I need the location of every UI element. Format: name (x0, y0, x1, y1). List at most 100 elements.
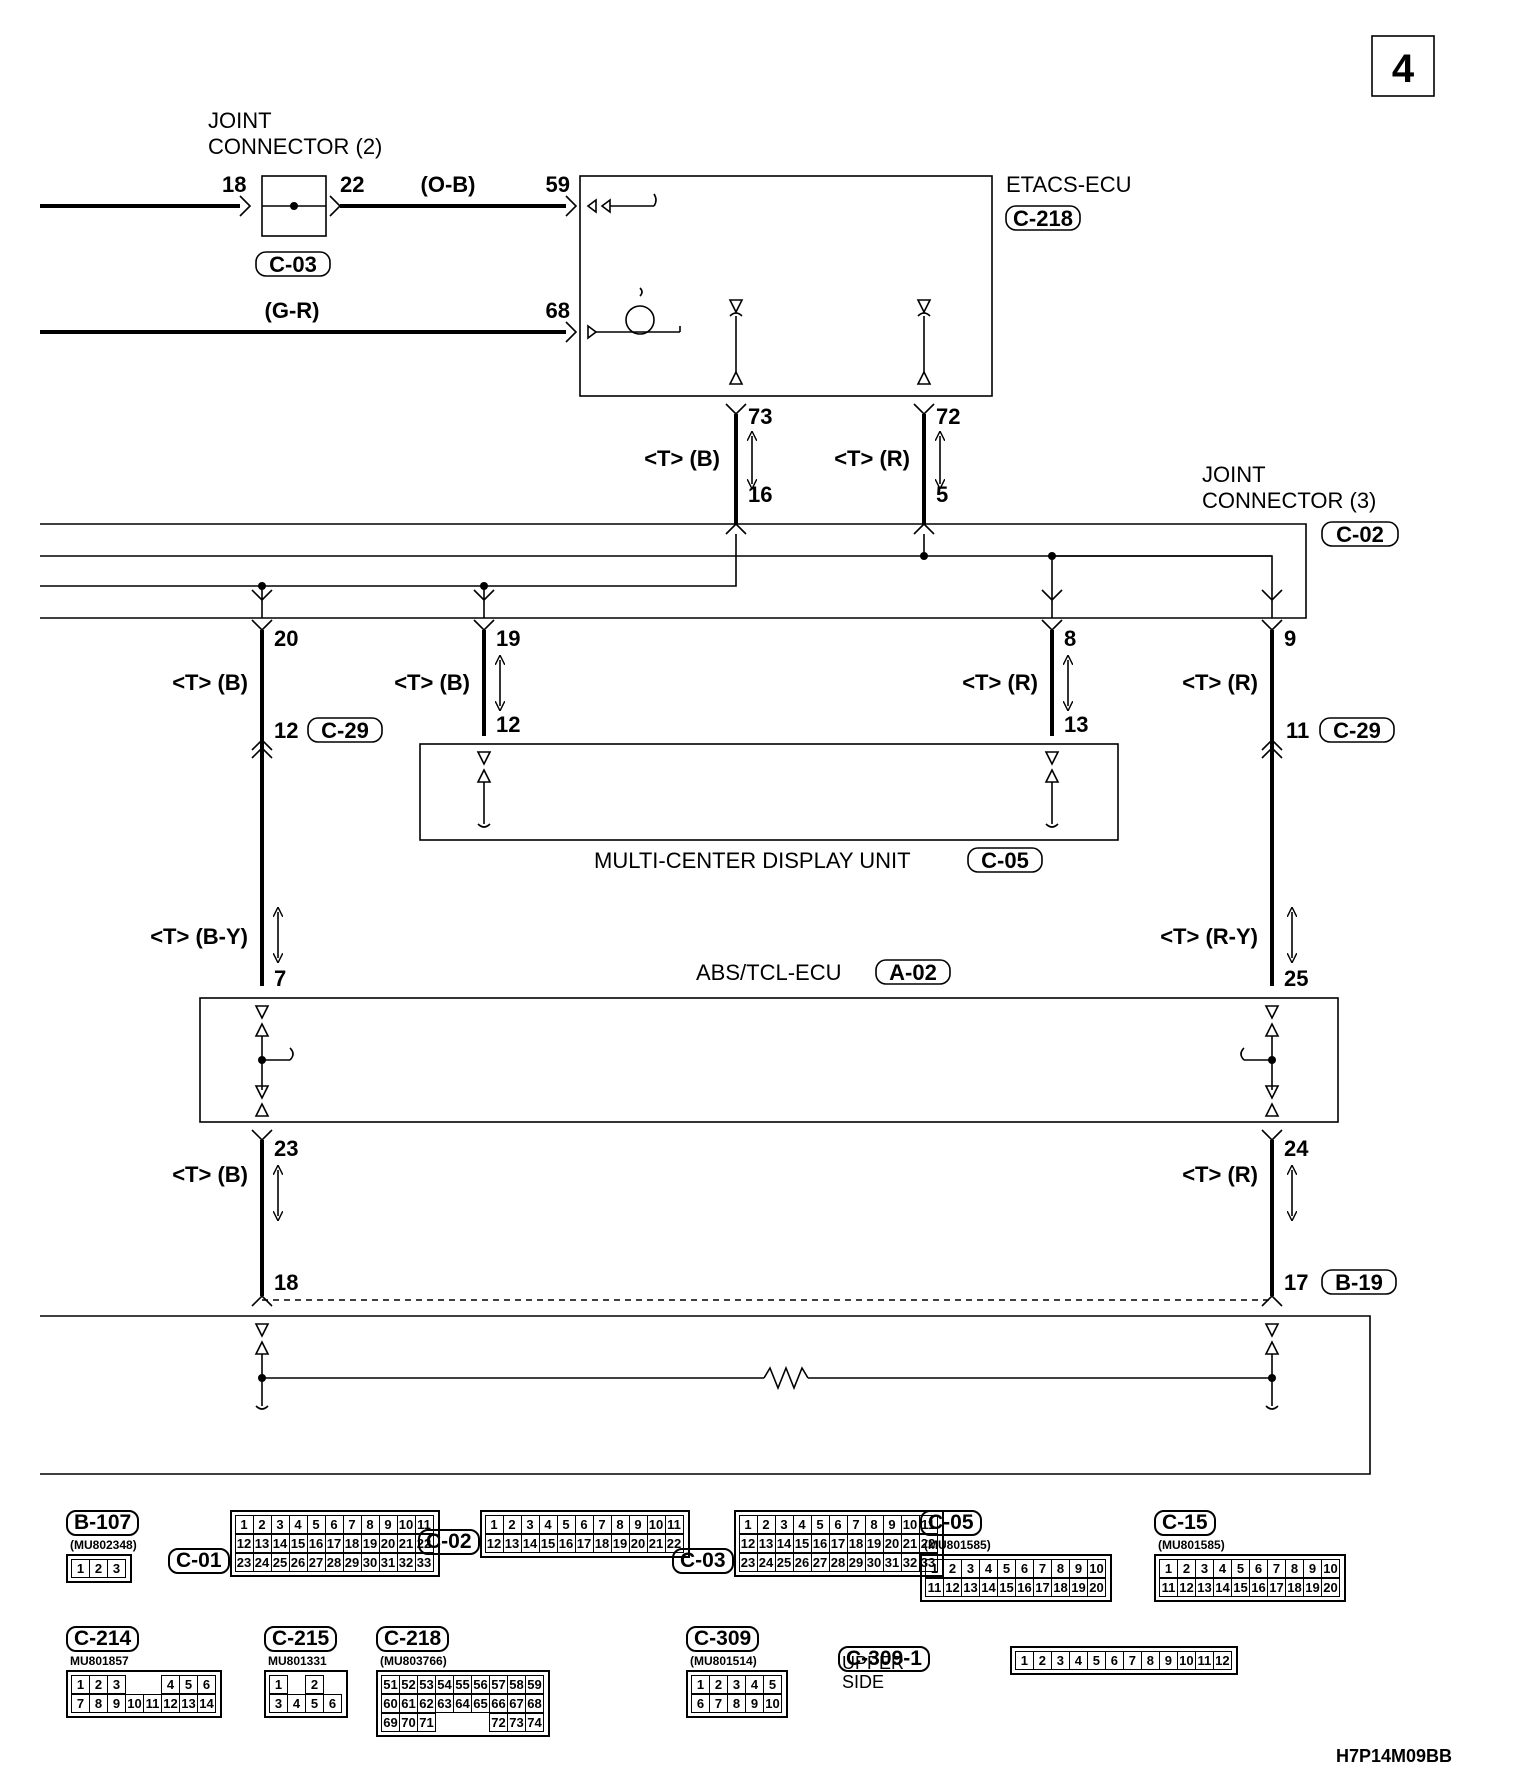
connector-pin: 14 (774, 1534, 794, 1553)
abs-tcl-ecu: ABS/TCL-ECU A-02 (199, 959, 1339, 1123)
connector-pin: 1 (691, 1675, 710, 1694)
connector-pin: 4 (288, 1515, 308, 1534)
c29-code-right: C-29 (1333, 718, 1381, 743)
connector-code: C-02 (418, 1529, 480, 1555)
connector-pin: 5 (810, 1515, 830, 1534)
connector-code: C-15 (1154, 1510, 1216, 1536)
connector-pin: 16 (1249, 1578, 1268, 1597)
connector-pin (125, 1675, 144, 1694)
connector-pin: 60 (381, 1694, 400, 1713)
abs-to-b19: 23 <T> (B) 18 24 <T> (R) 17 B-19 (172, 1129, 1397, 1307)
connector-pin: 15 (538, 1534, 558, 1553)
connector-pin: 13 (961, 1578, 980, 1597)
wire-label-tr-3: <T> (R) (1182, 670, 1258, 695)
connector-pin: 7 (709, 1694, 728, 1713)
connector-pin: 10 (1321, 1559, 1340, 1578)
connector-pin: 23 (234, 1553, 254, 1572)
connector-pin (471, 1713, 490, 1732)
connector-pin: 20 (378, 1534, 398, 1553)
connector-pin: 70 (399, 1713, 418, 1732)
connector-code: C-03 (672, 1548, 734, 1574)
connector-pin: 5 (306, 1515, 326, 1534)
connector-pin: 10 (900, 1515, 920, 1534)
page-number-box: 4 (1371, 35, 1435, 97)
connector-pin: 6 (197, 1675, 216, 1694)
b19-code: B-19 (1335, 1270, 1383, 1295)
connector-pin: 7 (71, 1694, 90, 1713)
connector-pin (453, 1713, 472, 1732)
connector-pin: 16 (1015, 1578, 1034, 1597)
connector-pin: 7 (1033, 1559, 1052, 1578)
connector-pin: 6 (323, 1694, 342, 1713)
etacs-to-joint3: 73 16 <T> (B) 72 5 <T> (R) (644, 403, 960, 535)
page-number: 4 (1392, 47, 1415, 91)
connector-pin: 7 (342, 1515, 362, 1534)
connector-pin: 16 (810, 1534, 830, 1553)
connector-pin: 17 (574, 1534, 594, 1553)
connector-pin: 30 (360, 1553, 380, 1572)
connector-pin: 30 (864, 1553, 884, 1572)
connector-pin: 73 (507, 1713, 526, 1732)
connector-part-number: (MU803766) (380, 1654, 447, 1668)
connector-pin: 3 (961, 1559, 980, 1578)
connector-pin: 14 (1213, 1578, 1232, 1597)
wire-label-tr-1: <T> (R) (834, 446, 910, 471)
wire-label-gr: (G-R) (265, 298, 320, 323)
joint3-name-line2: CONNECTOR (3) (1202, 488, 1376, 513)
connector-pin: 57 (489, 1675, 508, 1694)
connector-pin: 9 (882, 1515, 902, 1534)
connector-pin: 1 (1159, 1559, 1178, 1578)
connector-pin: 61 (399, 1694, 418, 1713)
connector-pin: 3 (774, 1515, 794, 1534)
connector-pin: 3 (269, 1694, 288, 1713)
connector-pin: 1 (1014, 1651, 1034, 1670)
connector-pin: 10 (1176, 1651, 1196, 1670)
connector-pin: 7 (846, 1515, 866, 1534)
connector-pin: 2 (89, 1559, 108, 1578)
connector-pin: 17 (1267, 1578, 1286, 1597)
c29-pin-11: 11 (1286, 718, 1309, 743)
joint3-pin-20: 20 (274, 626, 298, 651)
connector-pin: 9 (1158, 1651, 1178, 1670)
connector-pin: 67 (507, 1694, 526, 1713)
abs-pin-7: 7 (274, 966, 286, 991)
connector-pin: 33 (918, 1553, 938, 1572)
wire-label-tb-4: <T> (B) (172, 1162, 248, 1187)
connector-pin: 20 (882, 1534, 902, 1553)
connector-pin: 52 (399, 1675, 418, 1694)
connector-pin: 19 (1069, 1578, 1088, 1597)
connector-pin: 3 (270, 1515, 290, 1534)
connector-pin: 9 (1069, 1559, 1088, 1578)
etacs-pin-72: 72 (936, 404, 960, 429)
joint2-name-line2: CONNECTOR (2) (208, 134, 382, 159)
connector-pin: 13 (252, 1534, 272, 1553)
connector-pin: 11 (1159, 1578, 1178, 1597)
connector-pin: 27 (810, 1553, 830, 1572)
wire-label-tby: <T> (B-Y) (150, 924, 248, 949)
connector-pin: 2 (756, 1515, 776, 1534)
connector-pin: 19 (610, 1534, 630, 1553)
wire-label-tr-2: <T> (R) (962, 670, 1038, 695)
connector-pin: 12 (1212, 1651, 1232, 1670)
connector-pin: 6 (324, 1515, 344, 1534)
connector-pin: 20 (1087, 1578, 1106, 1597)
connector-pin: 54 (435, 1675, 454, 1694)
connector-pin: 20 (1321, 1578, 1340, 1597)
joint3-pin-8: 8 (1064, 626, 1076, 651)
connector-pin: 68 (525, 1694, 544, 1713)
connector-pin: 12 (738, 1534, 758, 1553)
connector-pin: 12 (943, 1578, 962, 1597)
